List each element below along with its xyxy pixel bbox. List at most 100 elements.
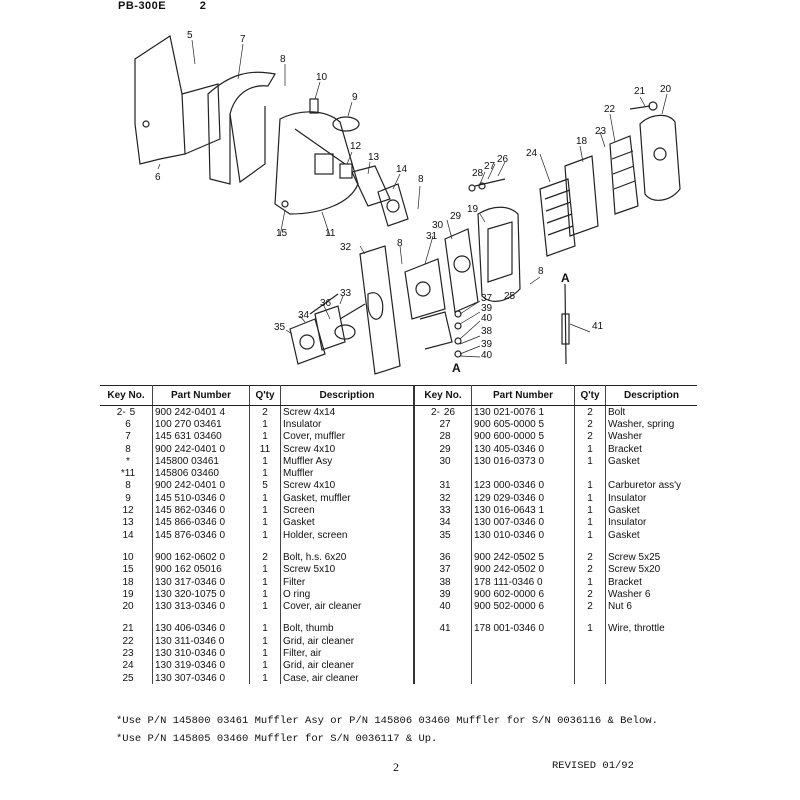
header-description-right: Description xyxy=(605,385,697,406)
empty-cell xyxy=(471,647,575,660)
part-number-cell: 100 270 03461 xyxy=(152,418,250,431)
description-cell: Grid, air cleaner xyxy=(280,659,415,672)
part-number-cell: 900 602-0000 6 xyxy=(471,588,575,601)
key-no: 38 xyxy=(439,576,451,588)
key-no-cell: 12 xyxy=(100,504,153,517)
key-no: 8 xyxy=(125,480,131,492)
callout-label: 36 xyxy=(320,298,332,309)
part-number-cell: 145 862-0346 0 xyxy=(152,504,250,517)
qty-cell: 1 xyxy=(574,528,606,542)
footnote-line: *Use P/N 145805 03460 Muffler for S/N 00… xyxy=(116,733,438,745)
key-no-cell: 2-26 xyxy=(414,405,472,419)
empty-cell xyxy=(606,660,698,672)
key-no: 15 xyxy=(122,564,134,576)
part-number-cell: 900 600-0000 5 xyxy=(471,430,575,443)
description-cell: Muffler xyxy=(280,467,415,480)
qty-cell: 1 xyxy=(249,467,281,480)
empty-cell xyxy=(606,672,698,684)
description-cell: Carburetor ass'y xyxy=(608,480,682,492)
description-cell: Gasket, muffler xyxy=(280,492,415,505)
callout-label: 14 xyxy=(396,164,408,175)
callout-label: 33 xyxy=(340,288,352,299)
empty-cell xyxy=(414,541,472,552)
qty-cell: 2 xyxy=(249,405,281,419)
empty-cell xyxy=(414,467,472,480)
callout-label: 40 xyxy=(481,350,493,361)
key-no: 31 xyxy=(439,480,451,492)
key-no: 9 xyxy=(125,492,131,504)
key-no: 41 xyxy=(439,623,451,635)
part-number-cell: 900 162-0602 0 xyxy=(152,551,250,564)
key-no: *11 xyxy=(120,468,136,480)
key-no-cell: 15 xyxy=(100,563,153,576)
callout-labels: 5 7 8 10 9 6 12 13 14 8 15 11 21 20 22 1… xyxy=(155,30,672,375)
qty-cell: 1 xyxy=(249,516,281,529)
key-no-cell: 19 xyxy=(100,588,153,601)
empty-cell xyxy=(574,612,606,623)
description-cell: O ring xyxy=(280,588,415,601)
part-number-cell: 130 405-0346 0 xyxy=(471,442,575,456)
key-no: 6 xyxy=(125,418,131,430)
key-no-cell: 32 xyxy=(414,492,472,505)
callout-label: 8 xyxy=(418,174,424,185)
header-description: Description xyxy=(280,385,415,406)
muffler-cover-part xyxy=(207,71,276,185)
insulator-gasket-part xyxy=(289,318,326,365)
key-no-cell: 31 xyxy=(414,479,472,493)
part-number-cell: 129 029-0346 0 xyxy=(471,492,575,505)
description-cell: Gasket xyxy=(608,455,640,467)
qty-cell: 1 xyxy=(249,430,281,443)
key-no-cell: 21 xyxy=(100,622,153,636)
qty-cell: 1 xyxy=(574,622,606,636)
key-no-cell: 28 xyxy=(414,430,472,443)
callout-label: 30 xyxy=(432,220,444,231)
air-cleaner-case-part xyxy=(477,206,521,302)
qty-cell: 2 xyxy=(574,600,606,613)
callout-label: 23 xyxy=(595,126,607,137)
key-no-cell: 24 xyxy=(100,659,153,672)
key-no-cell: *11 xyxy=(100,467,153,480)
empty-cell xyxy=(574,671,606,685)
qty-cell: 1 xyxy=(574,455,606,468)
description-cell: Bolt, thumb xyxy=(280,622,415,636)
part-number-cell: 900 242-0502 5 xyxy=(471,551,575,564)
key-no-cell: 13 xyxy=(100,516,153,529)
callout-label: 10 xyxy=(316,72,328,83)
callout-label: 34 xyxy=(298,310,310,321)
empty-cell xyxy=(606,635,698,647)
header-part-number: Part Number xyxy=(152,385,250,406)
callout-label: 15 xyxy=(276,228,288,239)
empty-cell xyxy=(606,467,698,479)
key-no-cell: 38 xyxy=(414,575,472,589)
key-no-cell: 37 xyxy=(414,563,472,576)
qty-cell: 1 xyxy=(574,504,606,517)
callout-label: 28 xyxy=(472,168,484,179)
description-cell: Filter, air xyxy=(280,647,415,660)
description-cell: Filter xyxy=(280,575,415,589)
parts-table: Key No. Part Number Q'ty Description Key… xyxy=(100,385,698,685)
key-no-cell: 40 xyxy=(414,600,472,613)
description-cell: Bracket xyxy=(608,443,642,455)
callout-label: 5 xyxy=(187,30,193,41)
empty-cell xyxy=(100,541,153,552)
footnotes: *Use P/N 145800 03461 Muffler Asy or P/N… xyxy=(116,712,658,748)
callout-label: 25 xyxy=(504,291,516,302)
empty-cell xyxy=(471,671,575,685)
description-cell: Washer 6 xyxy=(608,588,651,600)
callout-label: 8 xyxy=(397,238,403,249)
header-page-number: 2 xyxy=(199,0,207,12)
description-cell: Nut 6 xyxy=(608,601,632,613)
empty-cell xyxy=(414,647,472,660)
qty-cell: 1 xyxy=(249,528,281,542)
part-number-cell: 123 000-0346 0 xyxy=(471,479,575,493)
key-no-cell: 14 xyxy=(100,528,153,542)
insulator-plate-part xyxy=(134,35,186,165)
callout-label: 26 xyxy=(497,154,509,165)
